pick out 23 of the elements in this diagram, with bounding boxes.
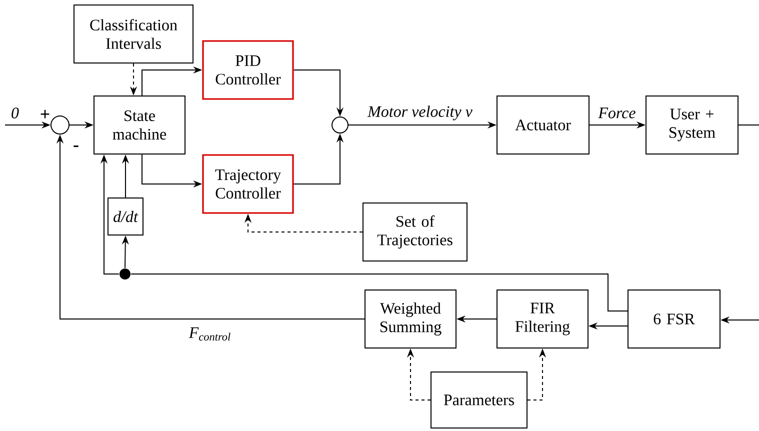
edge-label: Force xyxy=(597,106,637,120)
sign-label: + xyxy=(40,110,50,118)
edge-label: Motor velocity v xyxy=(366,104,474,122)
derivative-box: d/dt xyxy=(108,198,144,236)
edge-label: 0 xyxy=(10,106,20,120)
process-box: User + System xyxy=(646,96,739,154)
junction-dot xyxy=(120,268,130,280)
controller-box: PID Controller xyxy=(202,40,294,100)
input-box: Parameters xyxy=(430,372,528,428)
process-box: State machine xyxy=(94,96,186,154)
sign-label: - xyxy=(74,146,78,148)
line xyxy=(130,274,628,312)
line xyxy=(738,124,759,126)
input-box: Set of Trajectories xyxy=(362,202,468,262)
process-box: Weighted Summing xyxy=(364,290,456,348)
controller-box: Trajectory Controller xyxy=(202,154,294,214)
sensor-box: 6 FSR xyxy=(628,290,720,348)
summing-junction xyxy=(332,116,348,134)
process-box: FIR Filtering xyxy=(496,290,588,348)
summing-junction xyxy=(50,116,70,134)
edge-label: F$_{control}$ xyxy=(188,326,232,342)
process-box: Actuator xyxy=(496,96,590,154)
input-box: Classification Intervals xyxy=(74,4,194,64)
